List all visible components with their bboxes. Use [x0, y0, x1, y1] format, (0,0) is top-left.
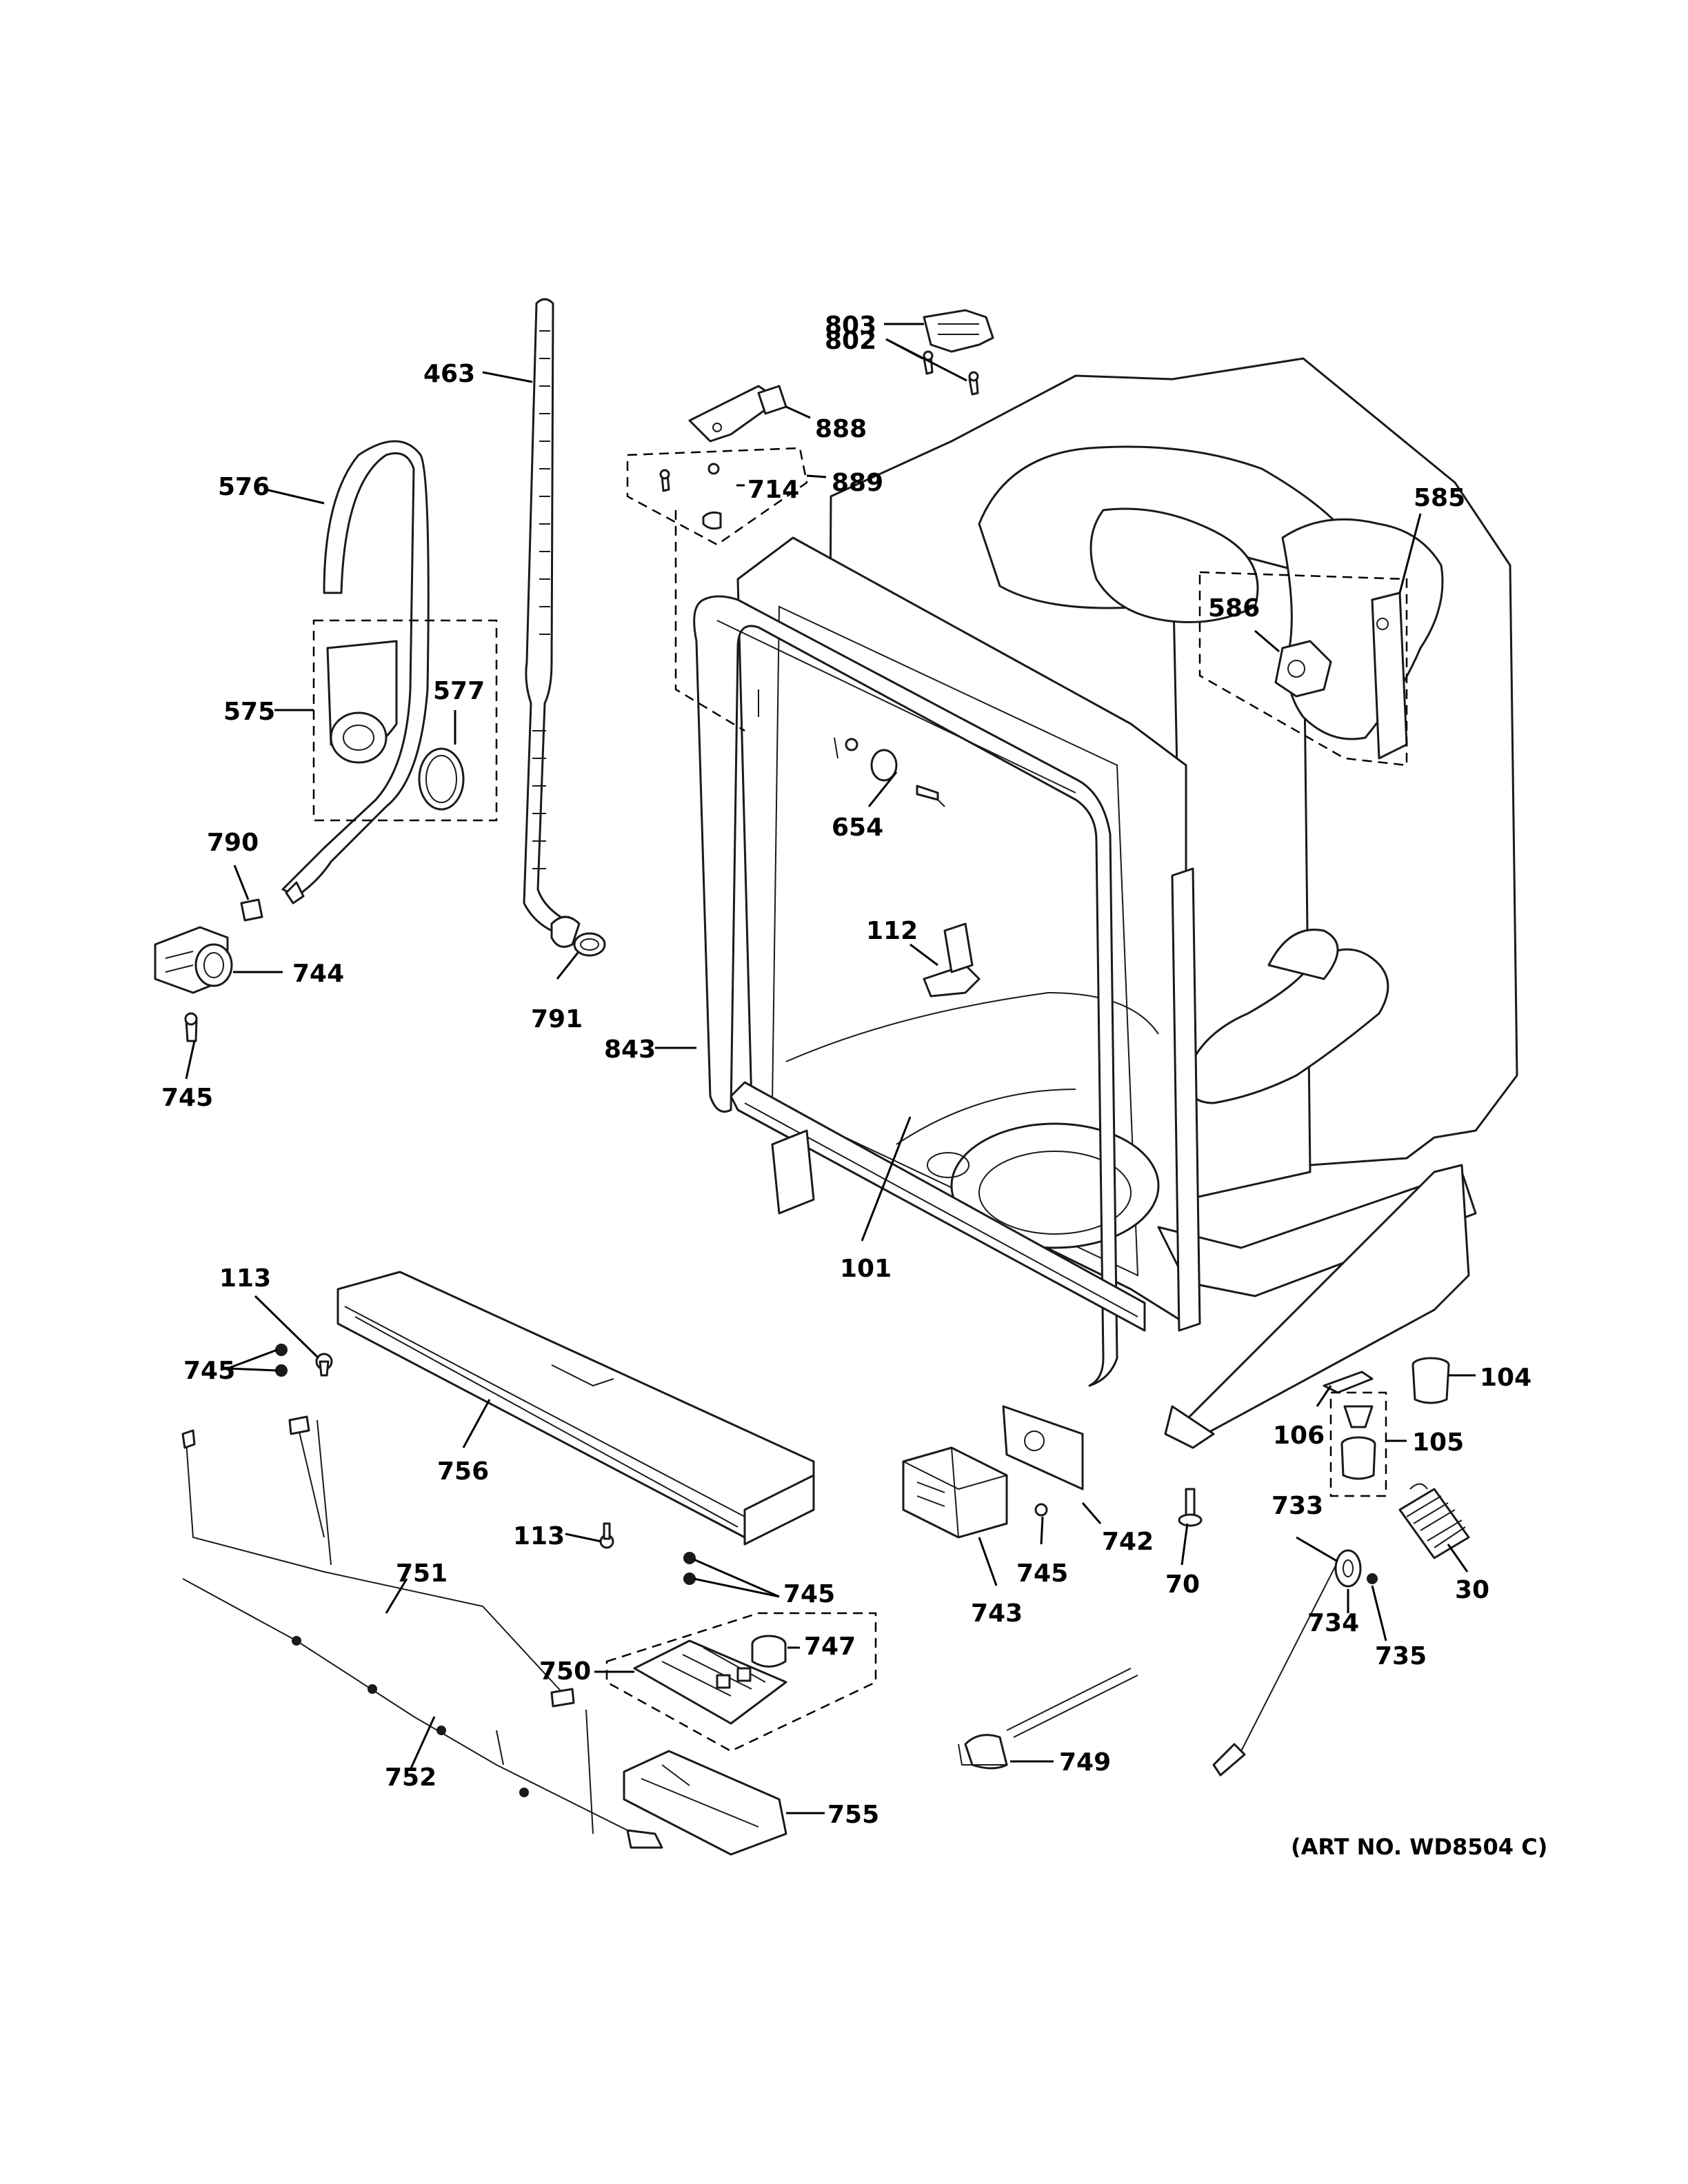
sensor-749-drawing [958, 1668, 1138, 1770]
screw-113b-drawing [599, 1522, 614, 1549]
callout-843: 843 [604, 1035, 656, 1064]
callout-112: 112 [866, 917, 918, 945]
foot-104-drawing [1411, 1357, 1450, 1404]
front-trim-drawing [730, 1081, 1146, 1332]
callout-755: 755 [827, 1801, 879, 1829]
door-gasket-drawing [693, 595, 1118, 1387]
cable-733-drawing [1212, 1561, 1338, 1777]
callout-113-b: 113 [513, 1522, 565, 1550]
callout-745-d: 745 [783, 1580, 835, 1608]
control-box-755-drawing [623, 1750, 787, 1856]
bracket-742-drawing [1002, 1405, 1084, 1490]
callout-105: 105 [1412, 1428, 1464, 1457]
callout-30: 30 [1455, 1576, 1489, 1604]
screw-745a-drawing [184, 1012, 198, 1042]
callout-791: 791 [531, 1005, 583, 1033]
leveler-105-drawing [1329, 1391, 1387, 1497]
callout-101: 101 [840, 1255, 892, 1283]
callout-742: 742 [1102, 1528, 1154, 1556]
wire-harness-751-drawing [181, 1415, 575, 1708]
callout-576: 576 [218, 473, 270, 501]
control-board-750-drawing [605, 1612, 877, 1752]
clamp-791-drawing [573, 932, 606, 957]
drain-hose-drawing [523, 298, 581, 948]
callout-790: 790 [207, 829, 259, 857]
callout-747: 747 [804, 1632, 856, 1661]
callout-733: 733 [1272, 1492, 1323, 1520]
callout-70: 70 [1165, 1570, 1200, 1599]
callout-106: 106 [1273, 1422, 1325, 1450]
callout-575: 575 [223, 698, 275, 726]
callout-104: 104 [1480, 1364, 1531, 1392]
clamp-790-drawing [240, 898, 263, 922]
screws-745d-drawing [683, 1552, 696, 1585]
vent-575-drawing [312, 619, 498, 822]
seal-577-drawing [418, 747, 465, 811]
valve-744-drawing [154, 926, 233, 994]
callout-714: 714 [747, 476, 799, 504]
leg-70-drawing [1178, 1488, 1203, 1527]
part-654-drawing [834, 737, 945, 807]
callout-734: 734 [1307, 1609, 1359, 1637]
bracket-106-drawing [1323, 1371, 1374, 1394]
screw-735-drawing [1367, 1573, 1378, 1584]
screws-745b-drawing [275, 1344, 288, 1377]
callout-745-a: 745 [161, 1084, 213, 1112]
callout-756: 756 [437, 1457, 489, 1486]
wire-harness-752-drawing [182, 1578, 663, 1849]
screw-113a-drawing [315, 1353, 333, 1377]
callout-752: 752 [385, 1763, 436, 1792]
latch-585-drawing [1371, 592, 1408, 760]
callout-802: 802 [825, 327, 876, 355]
callout-803: 803 [825, 312, 876, 340]
callout-577: 577 [433, 677, 485, 705]
door-switch-drawing [923, 309, 994, 353]
tub-assembly-drawing [736, 357, 1518, 1449]
spring-30-drawing [1398, 1483, 1470, 1559]
callout-744: 744 [292, 960, 344, 988]
callout-743: 743 [971, 1599, 1023, 1628]
callout-labels: 803 802 888 463 714 889 576 585 586 575 … [161, 312, 1547, 1860]
callout-888: 888 [815, 415, 867, 443]
vent-hose-576-drawing [281, 440, 430, 904]
callout-586: 586 [1208, 594, 1260, 623]
bracket-kit-889-drawing [626, 447, 808, 732]
latch-586-drawing [1198, 571, 1408, 767]
callout-745-c: 745 [1016, 1559, 1068, 1588]
callout-889: 889 [832, 469, 883, 497]
callout-749: 749 [1059, 1748, 1111, 1777]
module-743-drawing [902, 1446, 1008, 1539]
bracket-888-drawing [688, 385, 787, 443]
callout-751: 751 [396, 1559, 448, 1588]
screw-745c-drawing [1034, 1503, 1048, 1517]
pulley-734-drawing [1334, 1549, 1362, 1588]
callout-654: 654 [832, 813, 883, 842]
callout-113-a: 113 [219, 1264, 271, 1293]
screw-802-drawing [923, 350, 979, 396]
callout-585: 585 [1414, 484, 1465, 512]
capacitor-747-drawing [751, 1635, 787, 1668]
part-112-drawing [923, 922, 981, 998]
callout-735: 735 [1375, 1642, 1427, 1670]
callout-750: 750 [539, 1657, 591, 1686]
art-number: (ART NO. WD8504 C) [1291, 1834, 1547, 1860]
toe-kick-756-drawing [336, 1271, 815, 1546]
callout-745-b: 745 [183, 1357, 235, 1385]
leader-lines [185, 323, 1476, 1814]
callout-463: 463 [423, 360, 475, 388]
